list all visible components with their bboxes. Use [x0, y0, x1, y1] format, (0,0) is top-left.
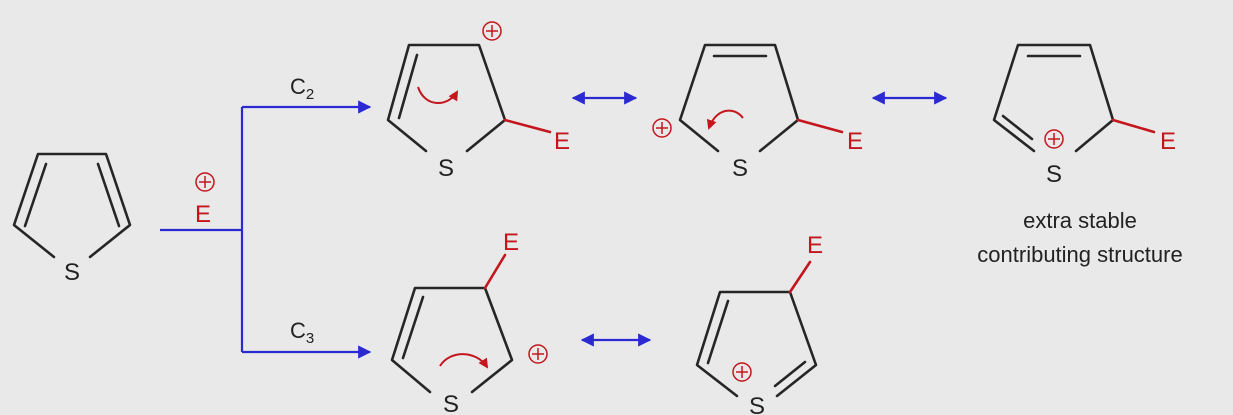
- electrophile-label: E: [503, 229, 519, 256]
- branching-arrows: [160, 100, 372, 359]
- positive-charge-icon: [528, 344, 548, 364]
- c2-intermediate-2: S E: [652, 43, 863, 182]
- electrophile-label: E: [807, 232, 823, 259]
- sulfur-atom-label: S: [64, 259, 80, 286]
- sulfur-atom-label: S: [732, 155, 748, 182]
- positive-charge-icon: [482, 21, 502, 41]
- c3-intermediate-1: S E: [390, 229, 548, 415]
- sulfur-atom-label: S: [749, 393, 765, 415]
- electrophile-label: E: [847, 128, 863, 155]
- positive-charge-icon: [652, 118, 672, 138]
- positive-charge-icon: [1044, 129, 1064, 149]
- curved-arrow-icon: [417, 86, 459, 104]
- thiophene-start: S: [12, 152, 132, 286]
- sulfur-atom-label: S: [1046, 161, 1062, 188]
- positive-charge-icon: [732, 362, 752, 382]
- sulfur-atom-label: S: [438, 155, 454, 182]
- note-line-1: extra stable: [1023, 208, 1137, 233]
- curved-arrow-icon: [706, 109, 744, 130]
- electrophile-label: E: [554, 128, 570, 155]
- c3-position-label: C3: [290, 318, 314, 347]
- electrophile-label: E: [1160, 128, 1176, 155]
- electrophile-reagent: E: [195, 172, 215, 228]
- c2-intermediate-1: S E: [386, 21, 570, 182]
- sulfur-atom-label: S: [443, 391, 459, 415]
- c3-intermediate-2: S E: [695, 232, 823, 415]
- electrophile-label: E: [195, 201, 211, 228]
- c2-intermediate-3: S E: [992, 43, 1176, 188]
- positive-charge-icon: [195, 172, 215, 192]
- c2-position-label: C2: [290, 74, 314, 103]
- note-line-2: contributing structure: [977, 242, 1182, 267]
- curved-arrow-icon: [439, 353, 489, 369]
